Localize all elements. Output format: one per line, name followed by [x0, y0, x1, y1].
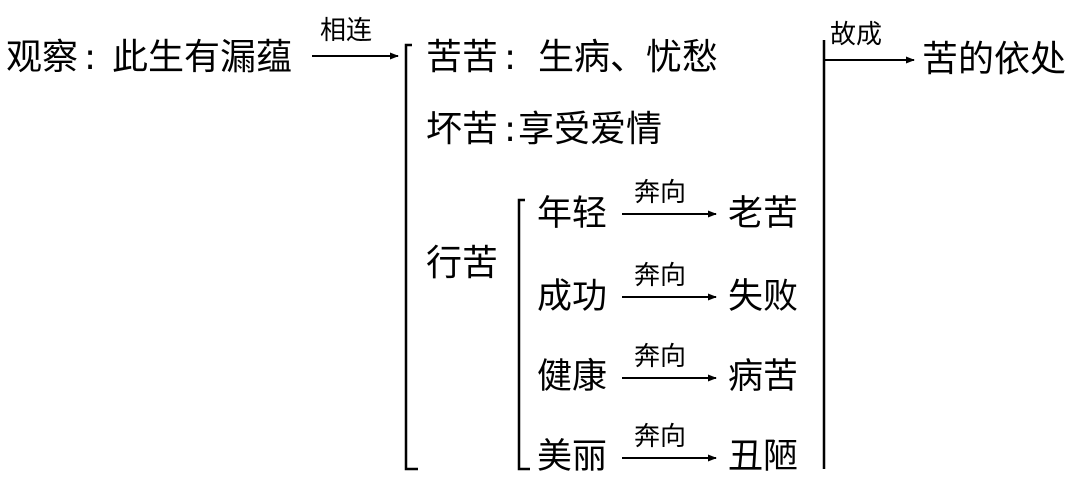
- pair-1-to: 老苦: [728, 194, 799, 234]
- pairs-bracket: [517, 198, 530, 471]
- item-1-desc: 生病、忧愁: [538, 37, 719, 78]
- pair-4-arrow-label: 奔向: [634, 422, 687, 452]
- item-1-name: 苦苦: [426, 37, 499, 78]
- pair-2-from: 成功: [537, 277, 608, 317]
- result-text: 苦的依处: [922, 39, 1067, 80]
- connect-label: 相连: [320, 16, 373, 46]
- observe-text: 此生有漏蕴: [112, 37, 293, 78]
- result-label: 故成: [830, 20, 883, 50]
- item-2-desc: 享受爱情: [518, 109, 663, 150]
- item-2-sep: :: [504, 109, 517, 150]
- item-3-name: 行苦: [426, 243, 499, 284]
- pair-2-to: 失败: [728, 277, 799, 317]
- pair-3-from: 健康: [537, 357, 608, 397]
- item-2-name: 坏苦: [426, 109, 499, 150]
- pair-2-arrow-label: 奔向: [634, 261, 687, 291]
- items-bracket: [404, 43, 418, 471]
- pair-3-to: 病苦: [728, 357, 799, 397]
- pair-3-arrow-label: 奔向: [634, 342, 687, 372]
- pair-1-from: 年轻: [537, 194, 608, 234]
- observe-label: 观察: [6, 37, 79, 78]
- item-1-sep: :: [504, 37, 517, 78]
- observe-sep: :: [84, 37, 97, 78]
- pair-4-to: 丑陋: [728, 437, 799, 477]
- pair-4-from: 美丽: [537, 437, 608, 477]
- pair-1-arrow-label: 奔向: [634, 178, 687, 208]
